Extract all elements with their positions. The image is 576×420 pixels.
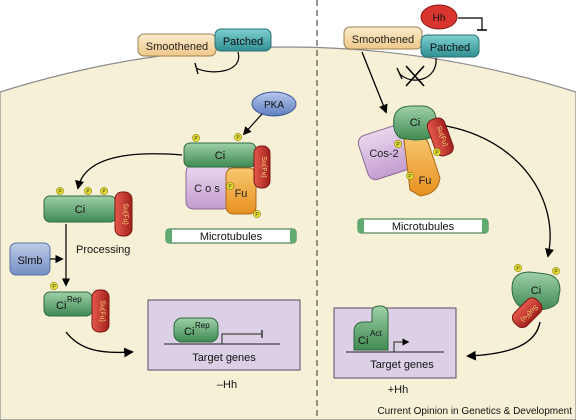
right-microtubules: Microtubules [357,218,489,234]
svg-text:P: P [408,174,412,180]
svg-text:P: P [255,212,259,218]
svg-text:P: P [52,284,56,290]
left-sufu-rep-label: Su(Fu) [99,300,106,321]
left-sufu-mid-label: Su(Fu) [122,203,129,224]
right-target-genes-label: Target genes [370,359,434,371]
svg-text:P: P [86,189,90,195]
left-microtubules-label: Microtubules [200,231,263,243]
left-patched-label: Patched [223,36,263,48]
hh: Hh [420,4,458,30]
footer-credit: Current Opinion in Genetics & Developmen… [377,406,572,417]
left-smoothened: Smoothened [137,33,217,57]
left-to-nucleus-arrow [65,331,134,358]
right-ci-complex-label: Ci [410,117,420,129]
right-fu-label: Fu [419,175,432,187]
left-target-genes-box: Ci Rep Target genes [147,299,301,371]
right-smoothened-label: Smoothened [352,34,414,46]
svg-text:P: P [396,142,400,148]
left-microtubules: Microtubules [165,228,297,244]
left-fu-label: Fu [235,188,248,200]
left-ci-mid: Ci [43,195,117,223]
svg-text:P: P [554,269,558,275]
right-condition-label: +Hh [388,384,409,396]
right-target-ci-label: Ci [358,335,368,347]
pka-label: PKA [264,100,284,111]
hh-inhibition [458,17,483,30]
left-fu: Fu [225,167,257,215]
right-ci-free-label: Ci [531,285,541,297]
svg-text:P: P [58,189,62,195]
right-smoothened: Smoothened [343,26,423,50]
right-complex-phosphates: P P P [394,140,441,180]
left-sufu-top: Su(Fu) [253,145,271,189]
left-target-genes-label: Target genes [192,352,256,364]
left-target-ci-superscript: Rep [195,321,210,330]
left-top-phosphates: P P P P [192,133,261,218]
pka: PKA [251,91,297,117]
svg-text:P: P [228,184,232,190]
svg-text:P: P [102,189,106,195]
svg-text:P: P [236,135,240,141]
right-target-ci-superscript: Act [370,329,382,338]
left-condition-label: –Hh [217,379,237,391]
hh-label: Hh [433,13,446,24]
right-patched: Patched [420,34,480,58]
slimb-label: Slmb [17,255,42,267]
right-sufu-free: Su(Fu) [511,297,543,329]
right-sufu-complex: Su(Fu) [426,117,454,157]
right-ci-free: Ci [511,271,561,311]
right-release-arrow [445,125,554,258]
left-ci-rep: Ci Rep [43,291,93,317]
left-cos: C o s [185,164,231,210]
left-sufu-rep: Su(Fu) [91,289,110,333]
left-ci-mid-label: Ci [75,204,85,216]
right-to-nucleus-arrow [466,321,541,361]
right-microtubules-label: Microtubules [392,221,455,233]
left-ci-top-label: Ci [215,150,225,162]
processing-label: Processing [76,244,130,256]
left-smoothened-label: Smoothened [146,41,208,53]
left-ci-rep-superscript: Rep [67,295,82,304]
svg-text:P: P [516,266,520,272]
left-release-arrow [75,153,183,190]
left-sufu-top-label: Su(Fu) [260,156,267,177]
right-cos2-label: Cos-2 [369,148,398,160]
right-blocked-inhibition [399,57,437,81]
pka-arrow [242,113,263,136]
right-target-genes-box: Ci Act Target genes [333,305,457,379]
svg-text:P: P [435,150,439,156]
right-fu: Fu [403,135,441,197]
left-rep-phosphate: P [50,282,58,290]
left-ci-rep-label: Ci [56,300,66,312]
right-free-phosphates: P P [514,264,560,275]
right-patched-label: Patched [430,42,470,54]
left-mid-phosphates: P P P [56,187,108,195]
smo-activation-arrow [361,51,388,114]
left-sufu-mid: Su(Fu) [114,191,133,237]
slimb: Slmb [9,242,51,276]
left-target-ci-label: Ci [184,326,194,338]
left-inhibition-arrow [195,51,240,73]
left-ci-top: Ci [183,142,257,168]
left-patched: Patched [214,28,272,52]
svg-text:P: P [194,136,198,142]
left-cos-label: C o s [194,183,220,195]
